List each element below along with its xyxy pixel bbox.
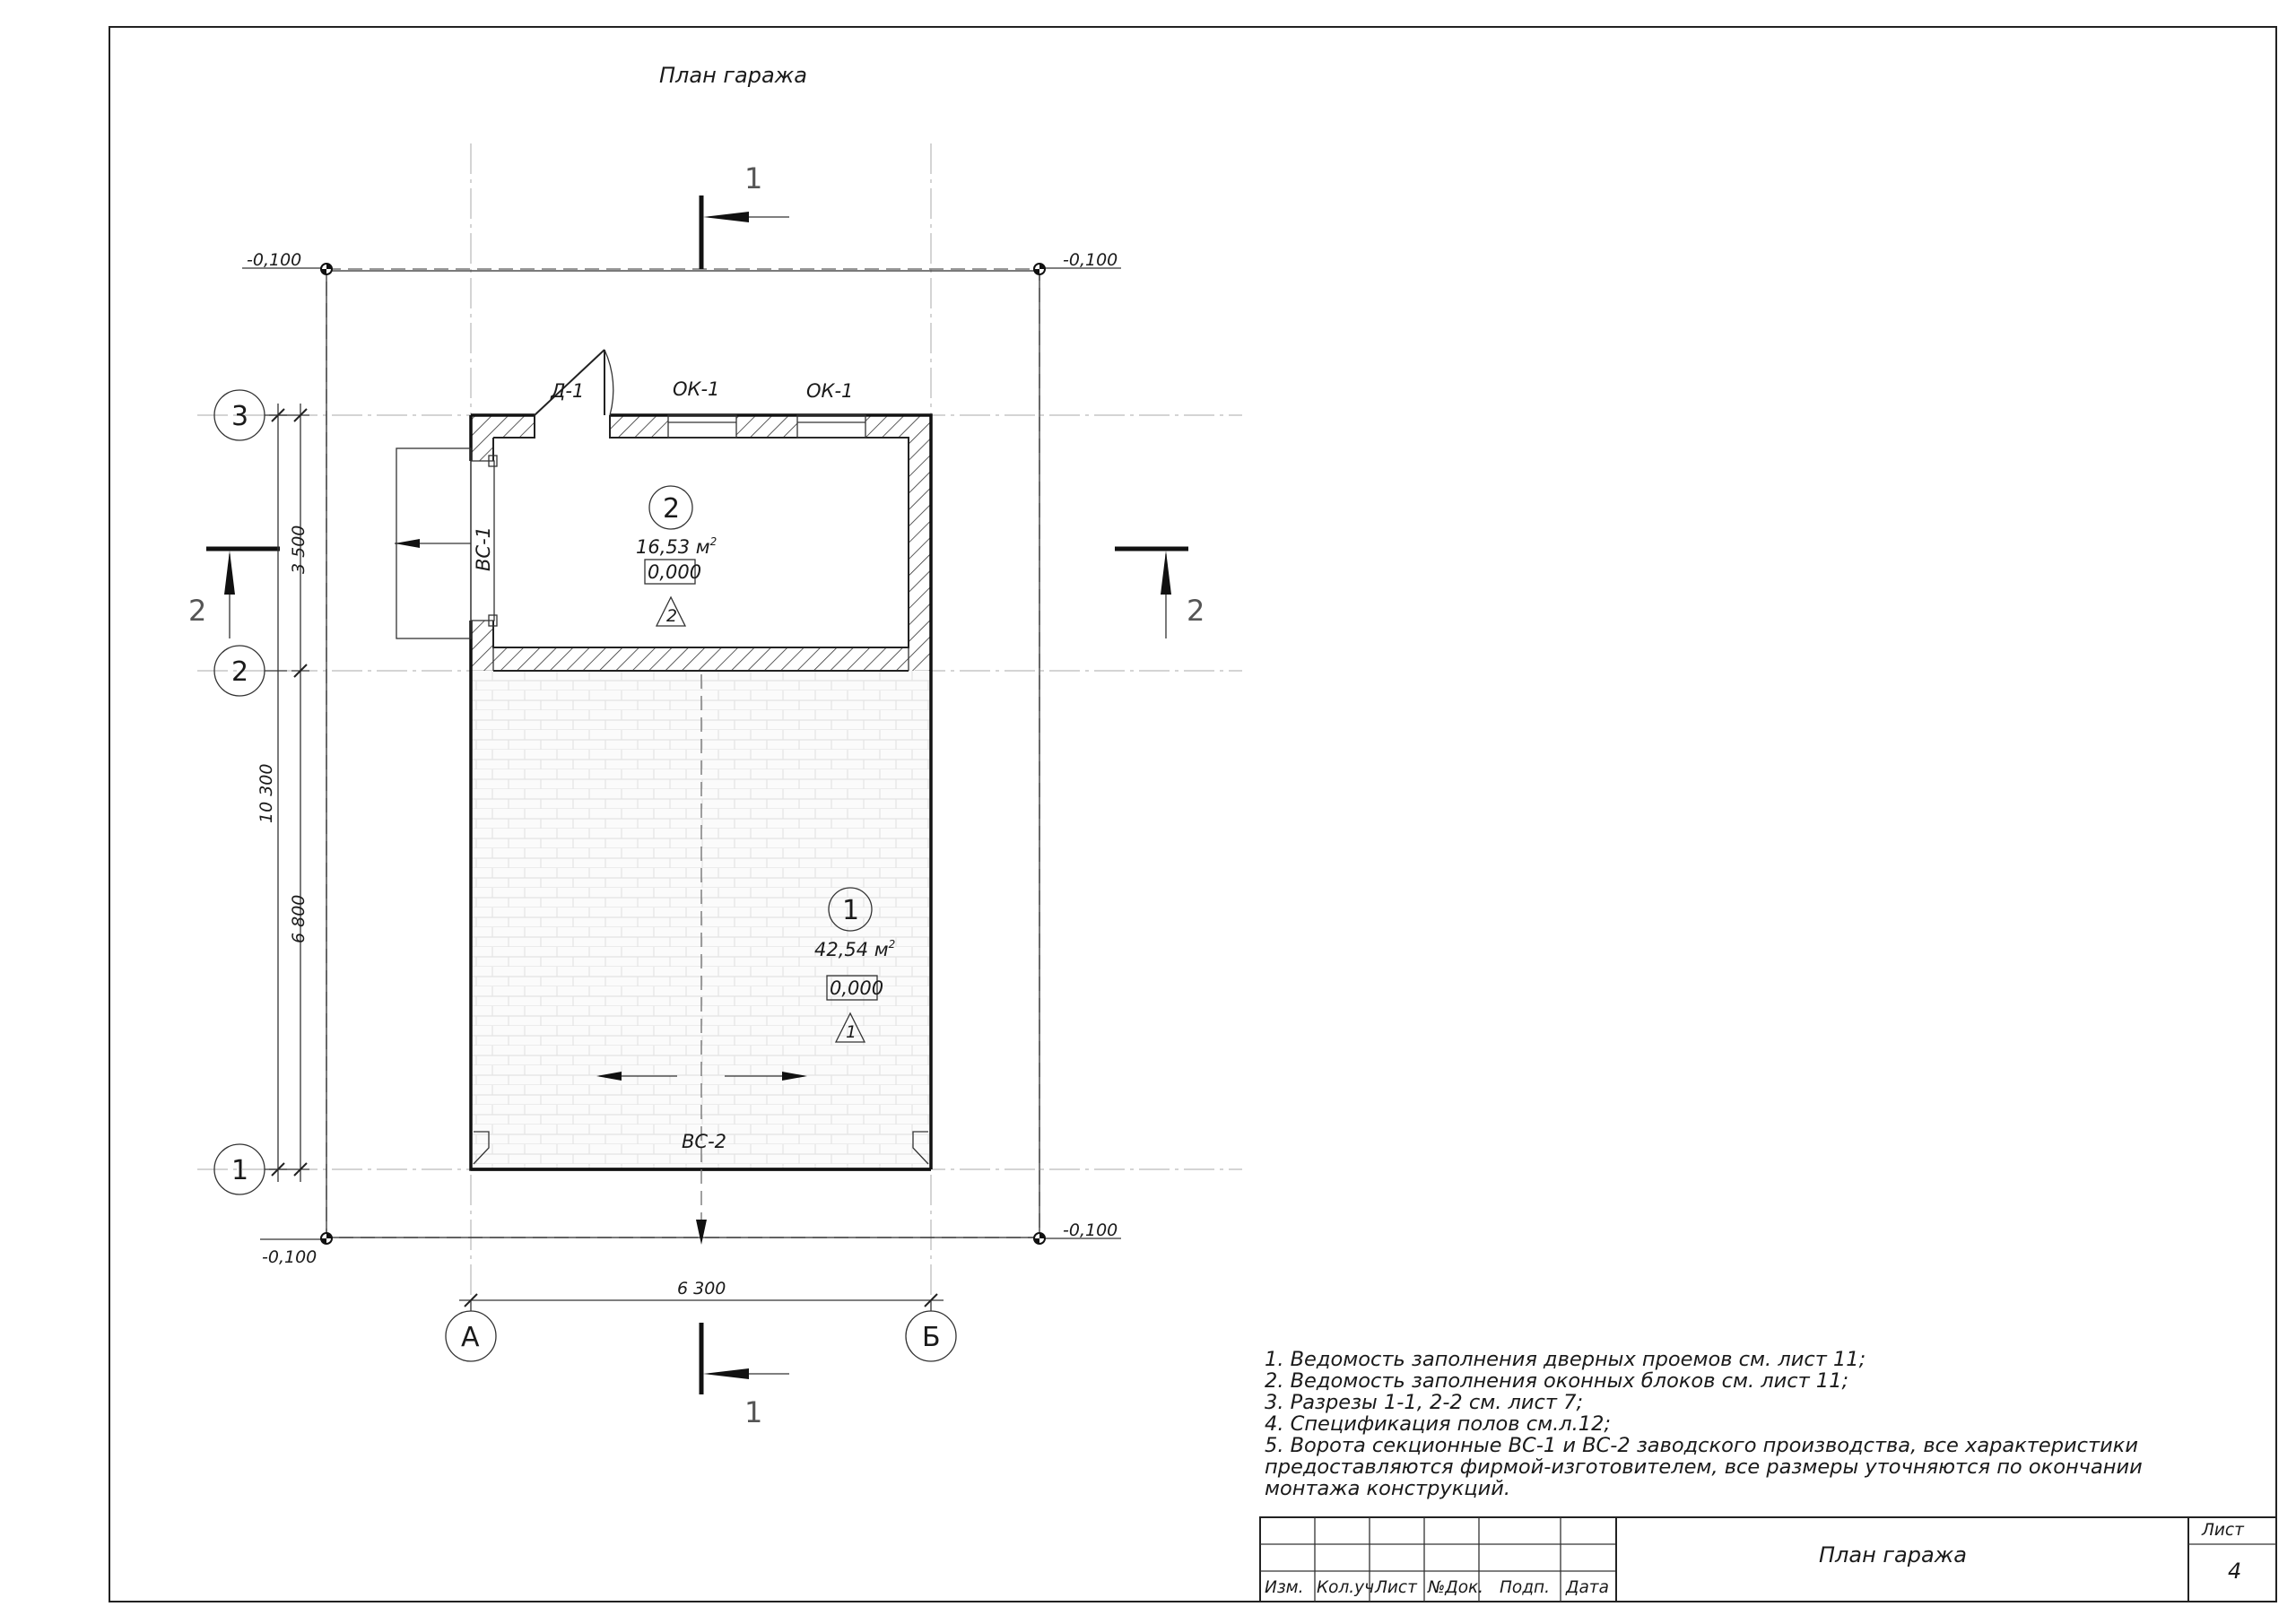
- dimension-upper-segment: 3 500: [289, 525, 309, 574]
- floor-type-mark: 2: [666, 606, 677, 626]
- window-ok1-b: [796, 414, 866, 439]
- site-boundary: [326, 268, 1040, 1238]
- title-block-header: №Док.: [1427, 1578, 1483, 1597]
- room-area-value: 42,54 м: [814, 939, 889, 960]
- dimension-width: 6 300: [677, 1279, 726, 1298]
- section-mark-left: 2: [188, 546, 280, 638]
- section-label-bottom: 1: [744, 1395, 762, 1429]
- dimension-total-vertical: 10 300: [257, 764, 276, 823]
- floor-type-mark: 1: [846, 1022, 857, 1042]
- room-number-circle: [648, 485, 693, 530]
- door-label-d1: Д-1: [550, 380, 584, 402]
- section-label-left: 2: [188, 594, 206, 628]
- room-area-value: 16,53 м: [636, 536, 710, 558]
- title-block-title: План гаража: [1819, 1542, 1967, 1568]
- room-level: 0,000: [830, 977, 883, 999]
- title-block-header: Изм.: [1265, 1578, 1304, 1597]
- section-mark-right: 2: [1115, 546, 1205, 638]
- title-block-header: Дата: [1565, 1578, 1609, 1597]
- note-line: 2. Ведомость заполнения оконных блоков с…: [1265, 1369, 1848, 1393]
- room-number: 1: [842, 895, 859, 926]
- note-line: монтажа конструкций.: [1265, 1477, 1510, 1500]
- axis-bubble-3: [213, 389, 265, 441]
- window-ok1-a: [667, 414, 737, 439]
- elevation-top-left: -0,100: [247, 250, 301, 270]
- room-number: 2: [663, 493, 680, 525]
- axis-bubble-2: [213, 645, 265, 697]
- sheet-number: 4: [2228, 1559, 2241, 1584]
- window-label-2: ОК-1: [806, 380, 853, 402]
- section-mark-bottom: 1: [699, 1323, 789, 1429]
- room-area: 16,53 м2: [636, 535, 717, 558]
- section-mark-top: 1: [699, 161, 789, 269]
- room-area: 42,54 м2: [814, 938, 895, 960]
- note-line: 3. Разрезы 1-1, 2-2 см. лист 7;: [1265, 1391, 1583, 1414]
- note-line: предоставляются фирмой-изготовителем, вс…: [1265, 1455, 2143, 1479]
- title-block-header: Подп.: [1500, 1578, 1550, 1597]
- horizontal-dimension: 6 300: [459, 1279, 944, 1307]
- axis-bubble-b: [905, 1310, 957, 1362]
- gate-label-vs1: ВС-1: [473, 526, 494, 571]
- room-area-superscript: 2: [710, 535, 718, 548]
- elevation-bottom-left: -0,100: [262, 1247, 317, 1267]
- general-notes: 1. Ведомость заполнения дверных проемов …: [1265, 1348, 2143, 1500]
- building: [395, 349, 933, 1245]
- dimension-lower-segment: 6 800: [289, 895, 309, 943]
- room-number-circle: [828, 887, 873, 932]
- title-block-header: Кол.уч: [1317, 1578, 1374, 1597]
- elevation-bottom-right: -0,100: [1063, 1220, 1118, 1240]
- gate-vs1: [395, 447, 498, 639]
- window-label-1: ОК-1: [673, 378, 719, 400]
- note-line: 4. Спецификация полов см.л.12;: [1265, 1412, 1611, 1436]
- axis-label-3: 3: [231, 401, 248, 432]
- elevation-marks: -0,100 -0,100 -0,100 -0,100: [242, 250, 1121, 1267]
- axis-bubble-a: [445, 1310, 497, 1362]
- axis-label-1: 1: [231, 1155, 248, 1186]
- room-area-superscript: 2: [889, 938, 896, 951]
- sheet-label: Лист: [2201, 1521, 2245, 1540]
- axis-label-a: А: [461, 1322, 480, 1353]
- axis-bubbles: 3 2 1 А Б: [213, 389, 957, 1362]
- title-block-header: Лист: [1374, 1578, 1418, 1597]
- axis-label-b: Б: [922, 1322, 941, 1353]
- vertical-dimensions: 10 300 3 500 6 800: [257, 404, 309, 1182]
- plan-title: План гаража: [659, 63, 807, 88]
- axis-bubble-1: [213, 1143, 265, 1195]
- elevation-top-right: -0,100: [1063, 250, 1118, 270]
- note-line: 1. Ведомость заполнения дверных проемов …: [1265, 1348, 1866, 1371]
- note-line: 5. Ворота секционные ВС-1 и ВС-2 заводск…: [1265, 1434, 2138, 1457]
- gate-label-vs2: ВС-2: [682, 1131, 726, 1152]
- room-2-tag: 2 16,53 м2 0,000 2: [636, 485, 717, 627]
- section-label-top: 1: [744, 161, 762, 195]
- gate-vs2: [471, 674, 931, 1245]
- room-1-tag: 1 42,54 м2 0,000 1: [814, 887, 895, 1043]
- sheet-frame: [109, 26, 2277, 1602]
- door-d1-swing: [534, 349, 614, 416]
- section-label-right: 2: [1187, 594, 1205, 628]
- room-level: 0,000: [648, 561, 701, 583]
- axis-label-2: 2: [231, 656, 248, 688]
- title-block: Изм. Кол.уч Лист №Док. Подп. Дата План г…: [1259, 1516, 2277, 1602]
